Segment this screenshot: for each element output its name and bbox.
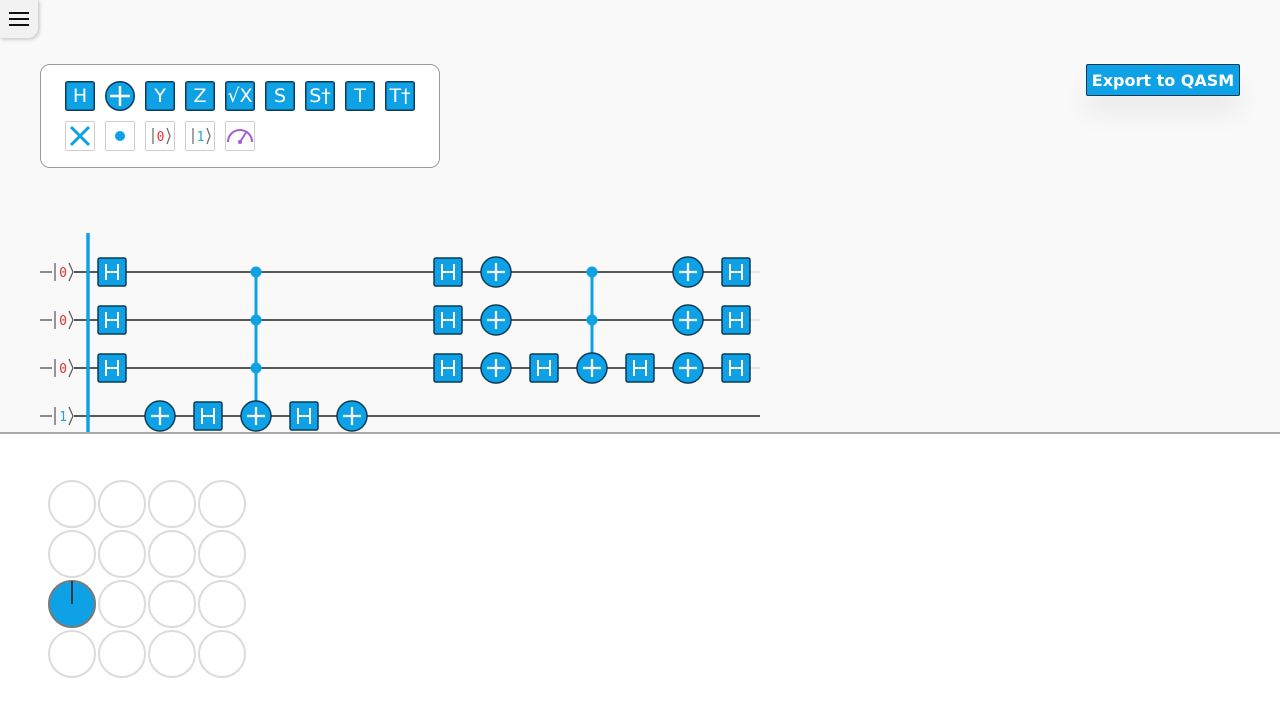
cnot-target[interactable] (480, 352, 512, 384)
state-vector-grid (48, 480, 246, 678)
palette-measure[interactable] (225, 121, 255, 151)
control-dot[interactable] (586, 266, 598, 278)
h-gate[interactable] (97, 353, 127, 383)
amplitude-circle (48, 480, 96, 528)
palette-s-dagger-gate[interactable]: S† (305, 81, 335, 111)
cnot-target[interactable] (480, 304, 512, 336)
sqrt-x-gate-icon: √X (225, 81, 255, 111)
cnot-target[interactable] (336, 400, 368, 432)
palette-h-gate[interactable]: H (65, 81, 95, 111)
qubit-init-ket[interactable]: 0 (54, 310, 74, 330)
h-gate[interactable] (433, 353, 463, 383)
h-gate[interactable] (721, 257, 751, 287)
cnot-target[interactable] (576, 352, 608, 384)
cnot-gate-icon (105, 81, 135, 111)
amplitude-circle (48, 630, 96, 678)
amplitude-circle (98, 580, 146, 628)
panel-divider[interactable] (0, 432, 1280, 434)
amplitude-circle (148, 530, 196, 578)
palette-s-gate[interactable]: S (265, 81, 295, 111)
amplitude-circle (198, 530, 246, 578)
svg-text:S: S (274, 85, 286, 107)
svg-text:Y: Y (153, 85, 166, 107)
cnot-target[interactable] (480, 256, 512, 288)
svg-text:1: 1 (59, 410, 67, 425)
swap-gate-icon (65, 121, 95, 151)
h-gate[interactable] (433, 305, 463, 335)
t-dagger-gate-icon: T† (385, 81, 415, 111)
svg-text:√X: √X (227, 85, 252, 107)
z-gate-icon: Z (185, 81, 215, 111)
cnot-target[interactable] (672, 352, 704, 384)
amplitude-circle (198, 480, 246, 528)
h-gate[interactable] (529, 353, 559, 383)
h-gate[interactable] (625, 353, 655, 383)
gate-palette: H Y Z √X S S† T T† 0 1 (40, 64, 440, 168)
y-gate-icon: Y (145, 81, 175, 111)
hamburger-icon (9, 12, 29, 26)
measure-icon (225, 121, 255, 151)
svg-text:Z: Z (193, 85, 206, 107)
svg-text:S†: S† (309, 85, 331, 107)
svg-text:1: 1 (197, 130, 205, 145)
svg-text:T†: T† (388, 85, 410, 107)
amplitude-circle (148, 580, 196, 628)
svg-text:0: 0 (59, 314, 67, 329)
svg-text:T: T (353, 85, 366, 107)
h-gate[interactable] (289, 401, 319, 431)
reset-one-icon: 1 (185, 121, 215, 151)
s-gate-icon: S (265, 81, 295, 111)
amplitude-circle (148, 630, 196, 678)
control-dot[interactable] (250, 266, 262, 278)
palette-reset-one[interactable]: 1 (185, 121, 215, 151)
h-gate[interactable] (193, 401, 223, 431)
palette-control-dot[interactable] (105, 121, 135, 151)
control-dot[interactable] (250, 362, 262, 374)
cnot-target[interactable] (672, 304, 704, 336)
palette-t-dagger-gate[interactable]: T† (385, 81, 415, 111)
t-gate-icon: T (345, 81, 375, 111)
palette-y-gate[interactable]: Y (145, 81, 175, 111)
svg-text:0: 0 (59, 362, 67, 377)
control-dot[interactable] (586, 314, 598, 326)
svg-text:0: 0 (59, 266, 67, 281)
h-gate[interactable] (97, 305, 127, 335)
qubit-init-ket[interactable]: 1 (54, 406, 74, 426)
amplitude-circle (98, 630, 146, 678)
control-dot-icon (105, 121, 135, 151)
palette-swap-gate[interactable] (65, 121, 95, 151)
s-dagger-gate-icon: S† (305, 81, 335, 111)
svg-text:0: 0 (157, 130, 165, 145)
amplitude-circle (98, 480, 146, 528)
reset-zero-icon: 0 (145, 121, 175, 151)
h-gate-icon: H (65, 81, 95, 111)
amplitude-circle (48, 530, 96, 578)
palette-cnot-gate[interactable] (105, 81, 135, 111)
quantum-circuit[interactable]: 0100001 (0, 225, 780, 435)
cnot-target[interactable] (672, 256, 704, 288)
h-gate[interactable] (433, 257, 463, 287)
svg-text:H: H (73, 85, 87, 107)
qubit-init-ket[interactable]: 0 (54, 262, 74, 282)
amplitude-circle (48, 580, 96, 628)
cnot-target[interactable] (144, 400, 176, 432)
amplitude-circle (148, 480, 196, 528)
cnot-target[interactable] (240, 400, 272, 432)
qubit-init-ket[interactable]: 0 (54, 358, 74, 378)
control-dot[interactable] (250, 314, 262, 326)
h-gate[interactable] (97, 257, 127, 287)
h-gate[interactable] (721, 305, 751, 335)
palette-z-gate[interactable]: Z (185, 81, 215, 111)
palette-t-gate[interactable]: T (345, 81, 375, 111)
palette-reset-zero[interactable]: 0 (145, 121, 175, 151)
palette-sqrt-x-gate[interactable]: √X (225, 81, 255, 111)
amplitude-circle (98, 530, 146, 578)
amplitude-circle (198, 630, 246, 678)
menu-button[interactable] (0, 0, 38, 38)
amplitude-circle (198, 580, 246, 628)
h-gate[interactable] (721, 353, 751, 383)
export-qasm-button[interactable]: Export to QASM (1086, 64, 1240, 96)
